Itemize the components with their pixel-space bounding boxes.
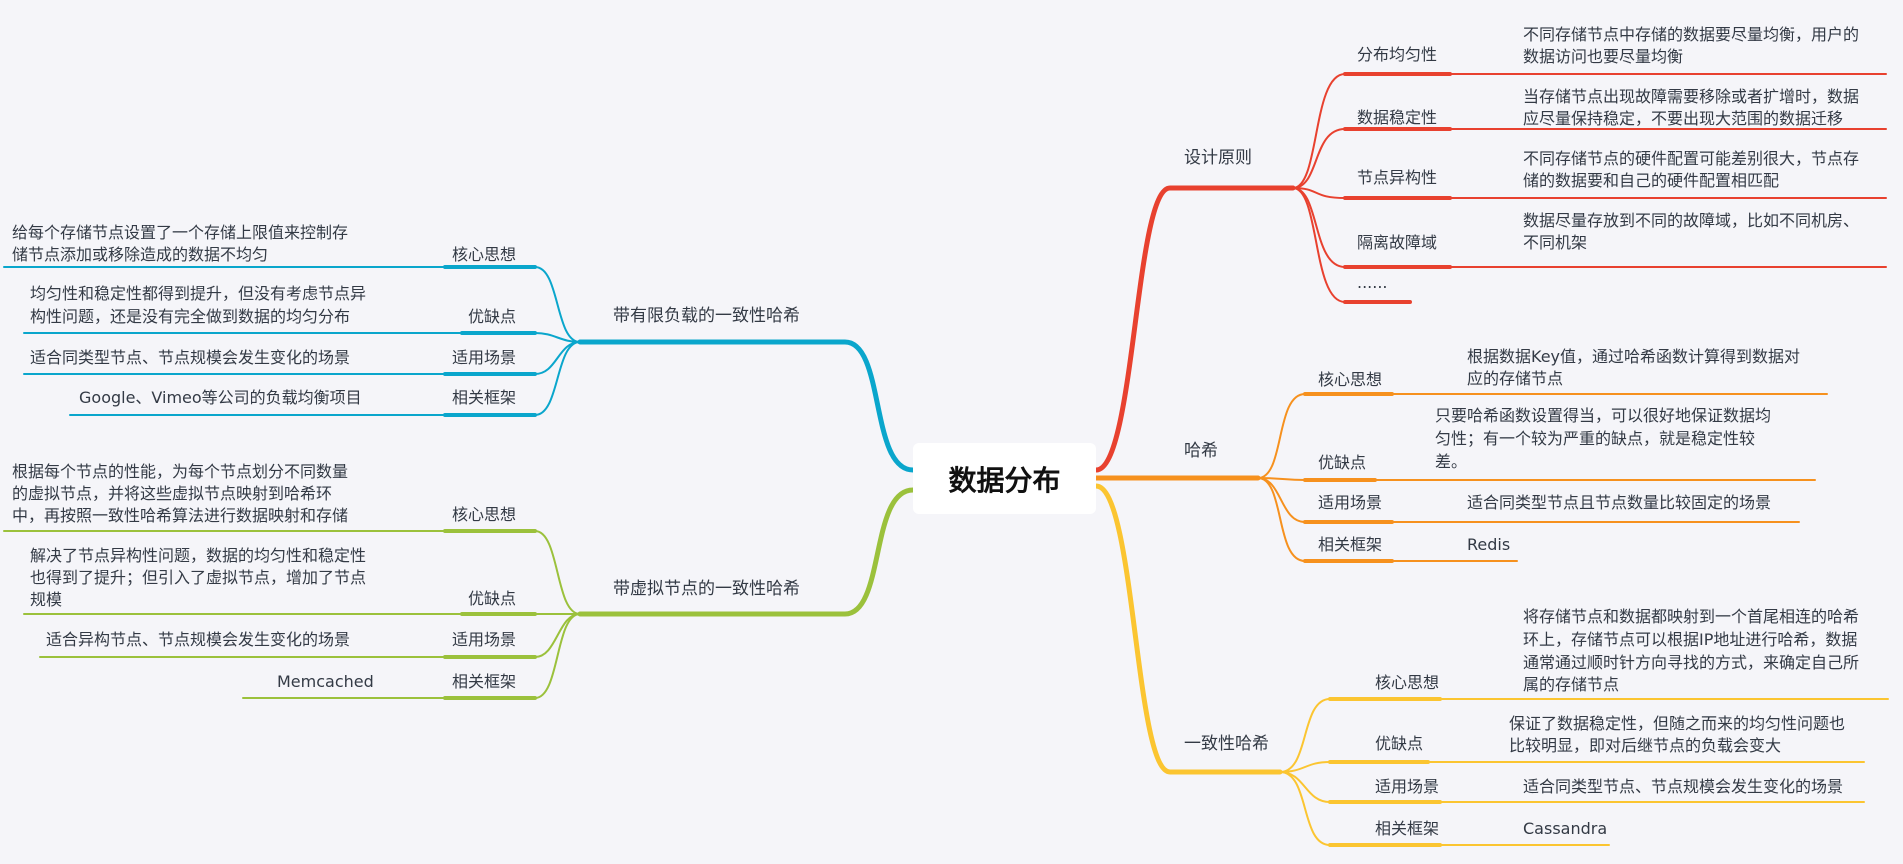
design-item-label[interactable]: 隔离故障域 (1357, 233, 1438, 252)
hash-item-text: 适合同类型节点且节点数量比较固定的场景 (1467, 493, 1772, 512)
hash-item-text: 差。 (1435, 452, 1468, 471)
bounded-item-text: Google、Vimeo等公司的负载均衡项目 (79, 388, 362, 407)
virtual-item-text: 规模 (30, 590, 63, 609)
consistent-item-text: 适合同类型节点、节点规模会发生变化的场景 (1523, 777, 1844, 796)
hash-item-label[interactable]: 适用场景 (1318, 493, 1383, 512)
design-item-text: 不同存储节点中存储的数据要尽量均衡，用户的 (1523, 25, 1860, 44)
consistent-hash-node[interactable]: 一致性哈希 (1184, 734, 1269, 754)
design-item-text: 数据尽量存放到不同的故障域，比如不同机房、 (1523, 211, 1860, 230)
virtual-item-text: 解决了节点异构性问题，数据的均匀性和稳定性 (30, 546, 367, 565)
consistent-item-text: 通常通过顺时针方向寻找的方式，来确定自己所 (1523, 653, 1860, 672)
hash-item-label[interactable]: 优缺点 (1318, 453, 1367, 472)
virtual-item-text: 根据每个节点的性能，为每个节点划分不同数量 (12, 462, 349, 481)
consistent-item-text: 比较明显，即对后继节点的负载会变大 (1509, 736, 1782, 755)
consistent-item-text: Cassandra (1523, 819, 1608, 838)
consistent-item-text: 保证了数据稳定性，但随之而来的均匀性问题也 (1509, 714, 1846, 733)
consistent-item-text: 将存储节点和数据都映射到一个首尾相连的哈希 (1523, 607, 1860, 626)
hash-item-text: 应的存储节点 (1467, 369, 1564, 388)
design-item-text: 不同存储节点的硬件配置可能差别很大，节点存 (1523, 149, 1860, 168)
hash-item-label[interactable]: 相关框架 (1318, 535, 1383, 554)
virtual-item-text: 适合异构节点、节点规模会发生变化的场景 (46, 630, 351, 649)
virtual-item-label[interactable]: 优缺点 (467, 589, 516, 608)
hash-item-text: Redis (1467, 535, 1511, 554)
hash-node[interactable]: 哈希 (1184, 441, 1218, 461)
virtual-node-hash-node[interactable]: 带虚拟节点的一致性哈希 (613, 579, 800, 599)
bounded-item-text: 适合同类型节点、节点规模会发生变化的场景 (30, 348, 351, 367)
design-item-text: 应尽量保持稳定，不要出现大范围的数据迁移 (1523, 109, 1844, 128)
design-item-text: 数据访问也要尽量均衡 (1523, 47, 1684, 66)
virtual-item-label[interactable]: 核心思想 (451, 505, 516, 524)
consistent-item-label[interactable]: 相关框架 (1375, 819, 1440, 838)
bounded-item-text: 均匀性和稳定性都得到提升，但没有考虑节点异 (30, 284, 367, 303)
bounded-item-text: 构性问题，还是没有完全做到数据的均匀分布 (30, 307, 351, 326)
bounded-branch-lines (3, 265, 916, 473)
design-principles-node[interactable]: 设计原则 (1184, 148, 1252, 168)
hash-item-text: 根据数据Key值，通过哈希函数计算得到数据对 (1467, 347, 1801, 366)
consistent-item-label[interactable]: 优缺点 (1375, 734, 1424, 753)
virtual-item-text: 中，再按照一致性哈希算法进行数据映射和存储 (12, 506, 349, 525)
hash-item-text: 只要哈希函数设置得当，可以很好地保证数据均 (1435, 406, 1772, 425)
consistent-branch-lines (1093, 483, 1889, 847)
hash-item-text: 匀性；有一个较为严重的缺点，就是稳定性较 (1435, 429, 1756, 448)
design-item-label[interactable]: 分布均匀性 (1357, 45, 1438, 64)
bounded-item-text: 储节点添加或移除造成的数据不均匀 (12, 245, 269, 264)
design-item-label[interactable]: ...... (1357, 273, 1388, 292)
virtual-item-label[interactable]: 相关框架 (451, 672, 516, 691)
design-item-text: 储的数据要和自己的硬件配置相匹配 (1523, 171, 1780, 190)
design-item-label[interactable]: 节点异构性 (1357, 168, 1438, 187)
virtual-item-text: Memcached (277, 672, 374, 691)
bounded-load-hash-node[interactable]: 带有限负载的一致性哈希 (613, 306, 800, 326)
design-item-label[interactable]: 数据稳定性 (1357, 108, 1438, 127)
virtual-item-label[interactable]: 适用场景 (451, 630, 516, 649)
consistent-item-label[interactable]: 核心思想 (1375, 673, 1440, 692)
bounded-item-text: 给每个存储节点设置了一个存储上限值来控制存 (12, 223, 349, 242)
consistent-item-label[interactable]: 适用场景 (1375, 777, 1440, 796)
bounded-item-label[interactable]: 核心思想 (451, 245, 516, 264)
bounded-item-label[interactable]: 适用场景 (451, 348, 516, 367)
virtual-branch-lines (3, 487, 916, 700)
virtual-item-text: 的虚拟节点，并将这些虚拟节点映射到哈希环 (12, 484, 333, 503)
design-branch-lines (1093, 72, 1887, 473)
hash-branch-lines (1093, 392, 1828, 563)
bounded-item-label[interactable]: 相关框架 (451, 388, 516, 407)
bounded-item-label[interactable]: 优缺点 (467, 307, 516, 326)
design-item-text: 不同机架 (1523, 233, 1588, 252)
design-item-text: 当存储节点出现故障需要移除或者扩增时，数据 (1523, 87, 1860, 106)
consistent-item-text: 属的存储节点 (1523, 675, 1620, 694)
root-node[interactable]: 数据分布 (913, 443, 1096, 514)
consistent-item-text: 环上，存储节点可以根据IP地址进行哈希，数据 (1523, 630, 1858, 649)
hash-item-label[interactable]: 核心思想 (1318, 370, 1383, 389)
virtual-item-text: 也得到了提升；但引入了虚拟节点，增加了节点 (30, 568, 367, 587)
